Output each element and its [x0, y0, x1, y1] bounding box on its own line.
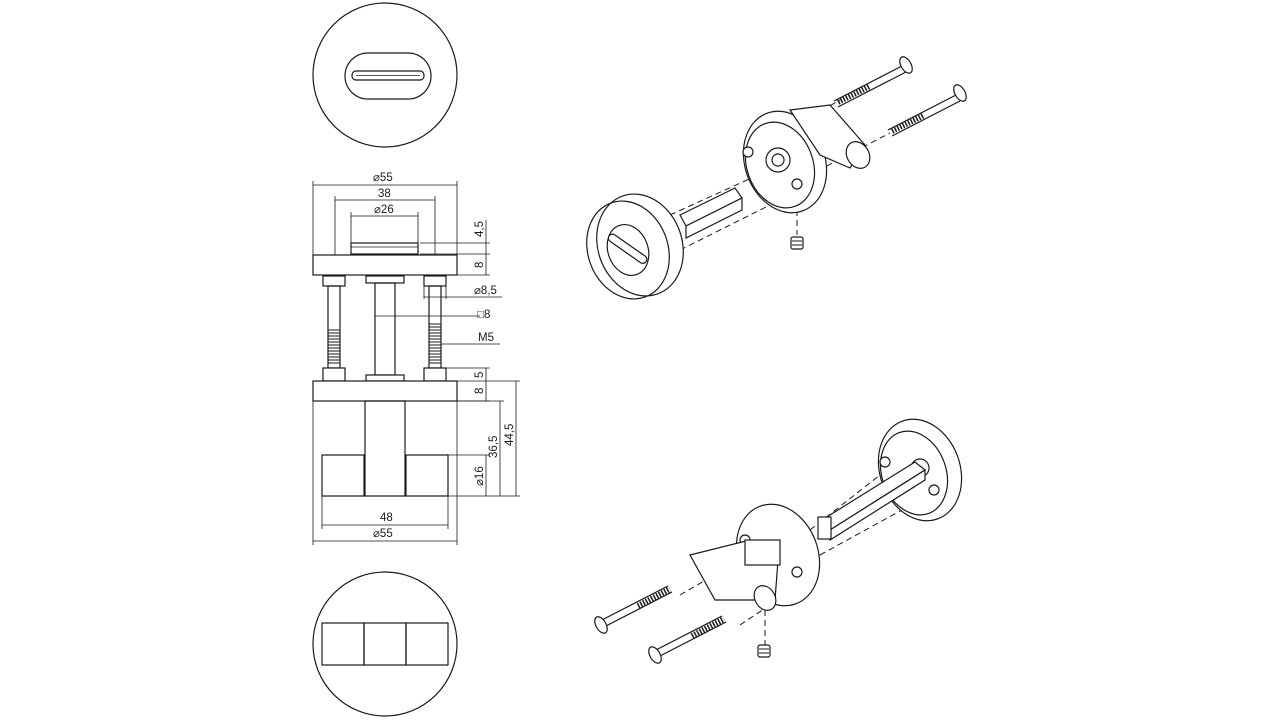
bolt-upper-2	[887, 84, 967, 137]
dim-rosette-inner-width: 38	[378, 188, 391, 200]
dim-square-spindle: □8	[477, 309, 490, 321]
dim-turn-width: 48	[380, 512, 393, 524]
dim-rosette-rim: 5	[474, 372, 486, 378]
exploded-iso-inside	[594, 418, 963, 664]
dim-turn-height: 36,5	[488, 436, 500, 458]
dim-overall-diameter-bottom: ⌀55	[373, 528, 393, 540]
bolt-lower-1	[594, 585, 673, 634]
left-screw-thread	[328, 329, 340, 364]
dim-turn-diameter: ⌀16	[474, 466, 486, 486]
bottom-view-turn	[312, 571, 458, 717]
bolt-lower-2	[648, 615, 727, 664]
dimension-lines	[312, 181, 520, 545]
dim-rosette-thickness-top: 8	[474, 262, 486, 268]
dim-overall-diameter: ⌀55	[373, 172, 393, 184]
dim-total-height: 44,5	[504, 424, 516, 446]
dim-screw-thread: M5	[478, 332, 494, 344]
dim-screw-head-diameter: ⌀8,5	[474, 285, 497, 297]
dim-rosette-thickness-bottom: 8	[474, 388, 486, 394]
bolt-upper-1	[833, 56, 913, 108]
dim-knob-diameter: ⌀26	[374, 204, 394, 216]
right-screw-thread	[429, 323, 441, 364]
dim-knob-height: 4,5	[474, 221, 486, 237]
exploded-iso-outside	[586, 56, 967, 300]
top-view-slot	[312, 2, 458, 148]
side-view-section: ⌀55 38 ⌀26 4,5 8 ⌀8,5 □8 M5 5 8 36,5 44,…	[312, 172, 520, 545]
